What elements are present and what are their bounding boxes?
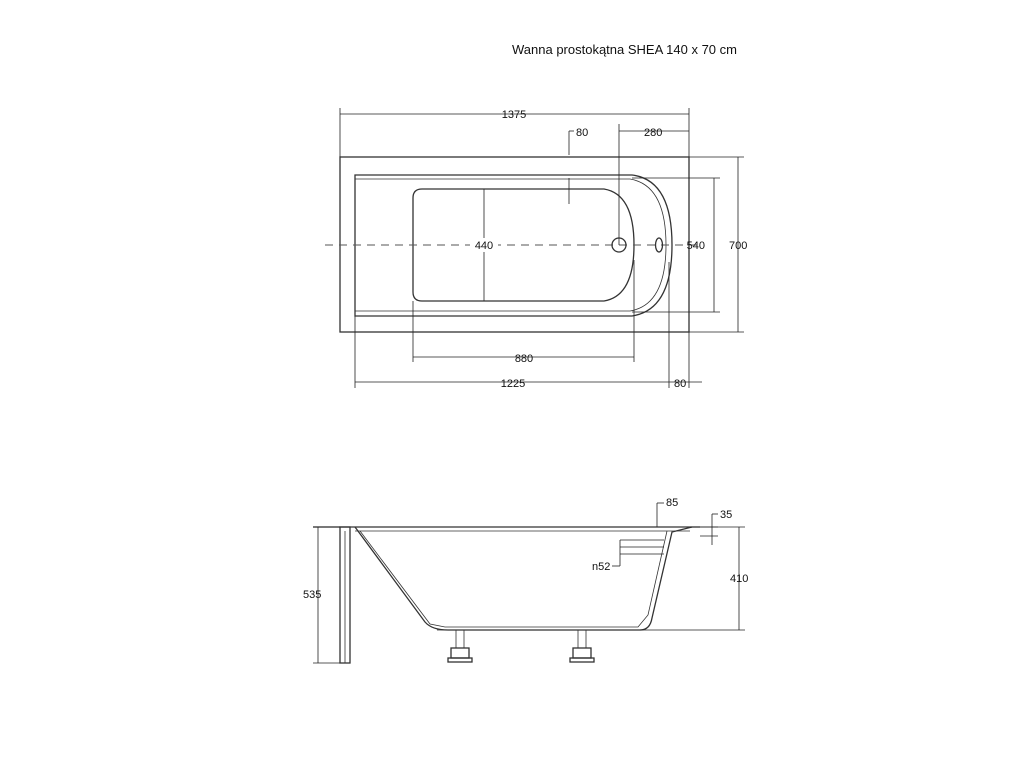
dim-inner-length: 1225 (501, 378, 525, 390)
dim-overflow-offset: 80 (576, 127, 588, 139)
left-foot-icon (447, 629, 473, 663)
dim-drain-offset: 280 (644, 127, 662, 139)
dim-overflow-diameter: n52 (592, 561, 610, 573)
right-foot-icon (569, 629, 595, 663)
dim-bottom-width: 440 (475, 240, 493, 252)
overflow-icon (654, 237, 664, 253)
dim-depth: 410 (730, 573, 748, 585)
dim-inner-width: 540 (687, 240, 705, 252)
dim-rim-thickness: 35 (720, 509, 732, 521)
side-basin-profile (354, 526, 693, 631)
side-view: 535 410 85 35 n52 (303, 497, 748, 664)
tub-bottom-area (412, 188, 635, 302)
drawing-title: Wanna prostokątna SHEA 140 x 70 cm (512, 42, 737, 57)
dim-total-height: 535 (303, 589, 321, 601)
dim-bottom-length: 880 (515, 353, 533, 365)
dim-overall-width: 700 (729, 240, 747, 252)
dim-side-overflow-offset: 85 (666, 497, 678, 509)
tub-outer-rim (339, 156, 690, 333)
tub-inner-basin (354, 174, 673, 317)
dim-overall-length: 1375 (502, 109, 526, 121)
top-view: 1375 80 280 700 540 440 880 (325, 108, 747, 390)
dim-rim-right: 80 (674, 378, 686, 390)
